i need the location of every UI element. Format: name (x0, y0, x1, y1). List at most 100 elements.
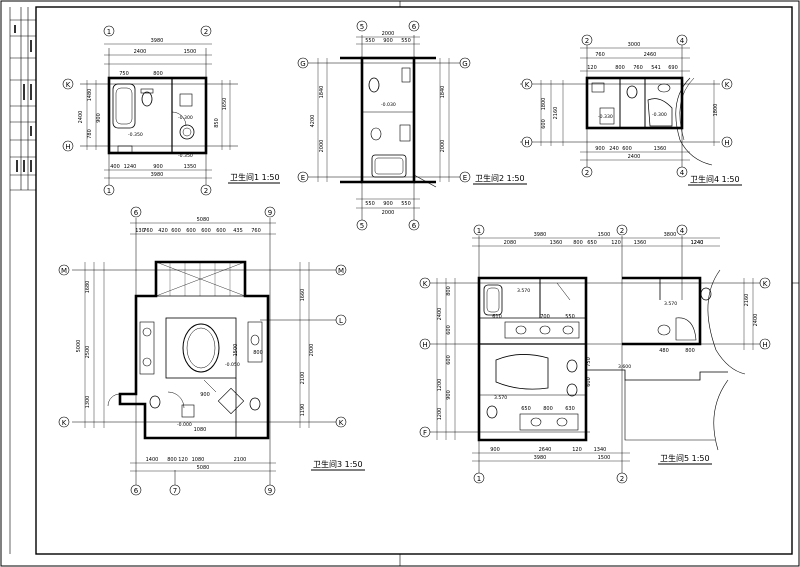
dim-left-c: 780 (87, 129, 93, 139)
dim-left-d: 1300 (85, 396, 91, 409)
dim-top-b: 1500 (598, 232, 611, 238)
dim-bot-c: 1350 (184, 164, 197, 170)
dim-inner-d: 800 (253, 350, 263, 356)
axis-2-top: 2 (204, 28, 208, 36)
dim-left-a: 1840 (319, 86, 325, 99)
axis-9-top: 9 (268, 209, 272, 217)
dim-top-b: 2460 (644, 52, 657, 58)
dim-in-d: 750 (586, 357, 592, 367)
dim-top-h: 760 (251, 228, 261, 234)
axis-H-right: H (762, 341, 767, 349)
axis-F-left: F (423, 429, 427, 437)
axis-1-bottom: 1 (107, 187, 111, 195)
dim-in-c: 550 (565, 314, 575, 320)
axis-K-left: K (423, 280, 428, 288)
dim-top-e: 600 (201, 228, 211, 234)
dim-bot-d: 3980 (151, 172, 164, 178)
dim-left-d: 1200 (437, 408, 443, 421)
dim-top-a: 3980 (534, 232, 547, 238)
axis-G-left: G (300, 60, 305, 68)
dim-inner-b: 1080 (194, 427, 207, 433)
dim-inner-a: 900 (200, 392, 210, 398)
dim-left-b: 4200 (310, 115, 316, 128)
dim-bot-a: 900 (490, 447, 500, 453)
axis-2-bottom: 2 (204, 187, 208, 195)
axis-6-bottom: 6 (412, 222, 417, 230)
axis-K: K (66, 81, 71, 89)
axis-4-bottom: 4 (680, 169, 685, 177)
dim-left-e: 600 (446, 325, 452, 335)
dim-bot-e: 2100 (234, 457, 247, 463)
title-strip-marks (14, 25, 32, 172)
dim-top-i: 130 (135, 228, 145, 234)
dim-top-f: 690 (668, 65, 678, 71)
axis-4-top: 4 (680, 37, 685, 45)
dim-bot-a: 1240 (124, 164, 137, 170)
dim-right-c: 2100 (300, 372, 306, 385)
plan-1-title: 卫生间1 1:50 (230, 172, 280, 182)
level-2: -0.300 (652, 112, 667, 118)
dim-top-total: 3000 (628, 42, 641, 48)
dim-left-g: 900 (446, 390, 452, 400)
axis-M-right: M (338, 267, 344, 275)
dim-bot-a: 900 (595, 146, 605, 152)
dim-left-d: 900 (96, 113, 102, 123)
dim-in-e: 600 (586, 377, 592, 387)
dim-top-d: 600 (186, 228, 196, 234)
axis-H: H (65, 143, 70, 151)
dim-top-c: 800 (615, 65, 625, 71)
dim-top-i: 1240 (691, 240, 704, 246)
dim-top-g: 120 (587, 65, 597, 71)
plan-4: 2 4 2 4 K K H H 3000 760 2460 800 760 54… (520, 34, 742, 186)
dim-bot-b: 900 (383, 201, 393, 207)
dim-top-a: 760 (143, 228, 153, 234)
dim-right-b: 850 (214, 118, 220, 128)
dim-top-d: 800 (153, 71, 163, 77)
axis-6-top: 6 (134, 209, 139, 217)
level-1: -0.030 (381, 102, 396, 108)
drawing-frame (35, 6, 793, 555)
dim-right-b: 2000 (309, 344, 315, 357)
axis-6-top: 6 (412, 23, 417, 31)
dim-in-g: 800 (543, 406, 553, 412)
dim-top-total: 2000 (382, 31, 395, 37)
dim-left-a: 800 (446, 286, 452, 296)
dim-top-c: 550 (401, 38, 411, 44)
plan-1: 1 2 K H 1 2 3980 2400 1500 750 800 1480 … (62, 25, 280, 196)
axis-H-right: H (724, 139, 729, 147)
axis-1-top: 1 (477, 227, 481, 235)
axis-7-bottom: 7 (173, 487, 177, 495)
dim-top-e: 1360 (550, 240, 563, 246)
axis-M-left: M (61, 267, 67, 275)
plan-2: 5 6 5 6 G G E E 2000 550 900 550 1840 42… (297, 20, 527, 231)
dim-bot-c: 120 (572, 447, 582, 453)
axis-2-bottom: 2 (585, 169, 589, 177)
dim-bot-e: 400 (110, 164, 120, 170)
axis-2-bottom: 2 (620, 475, 624, 483)
plan-5: 1 2 4 1 2 K K H H F 3980 1500 3800 2080 … (419, 224, 771, 484)
axis-L-right: L (339, 317, 343, 325)
dim-left-a: 1680 (85, 281, 91, 294)
level-4: 3.600 (618, 364, 631, 370)
dim-left-b: 2400 (78, 111, 84, 124)
dim-top-d: 2080 (504, 240, 517, 246)
dim-right-b: 2400 (753, 314, 759, 327)
dim-left-b: 2400 (437, 308, 443, 321)
dim-left-c: 2500 (85, 346, 91, 359)
axis-6-bottom: 6 (134, 487, 139, 495)
dim-inner-c: 1500 (233, 344, 239, 357)
dim-top-a: 760 (595, 52, 605, 58)
dim-top-total: 3980 (151, 38, 164, 44)
dim-bot-e: 3980 (534, 455, 547, 461)
dim-top-f: 600 (216, 228, 226, 234)
dim-right-d: 1190 (300, 404, 306, 417)
dim-bot-d: 1080 (192, 457, 205, 463)
axis-2-top: 2 (620, 227, 624, 235)
dim-top-g: 650 (587, 240, 597, 246)
dim-top-c: 3800 (664, 232, 677, 238)
level-3: -0.350 (178, 153, 193, 159)
dim-in-f: 650 (521, 406, 531, 412)
dim-bot-b: 800 (167, 457, 177, 463)
level-1: -0.350 (128, 132, 143, 138)
